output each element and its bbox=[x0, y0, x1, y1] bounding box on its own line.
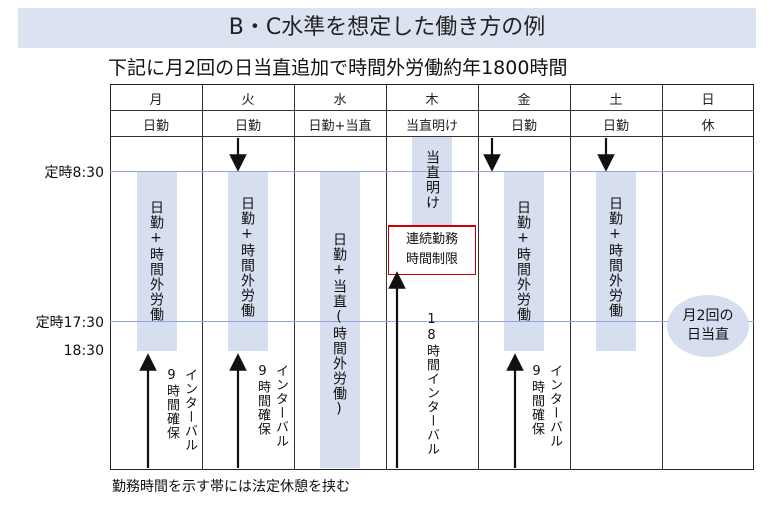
shift-fri: 日勤 bbox=[510, 119, 537, 134]
shift-sat: 日勤 bbox=[602, 119, 629, 134]
interval-label-thu: 18時間インターバル bbox=[424, 312, 439, 456]
col-divider bbox=[478, 84, 479, 470]
day-sun: 日 bbox=[701, 93, 715, 108]
day-tue: 火 bbox=[241, 93, 255, 108]
col-divider bbox=[570, 84, 571, 470]
schedule-table bbox=[110, 84, 754, 470]
shift-sun: 休 bbox=[701, 119, 715, 134]
shift-wed: 日勤+当直 bbox=[308, 119, 372, 134]
time-line-830 bbox=[110, 171, 754, 172]
sunday-line2: 日当直 bbox=[687, 327, 729, 343]
shift-thu: 当直明け bbox=[405, 119, 458, 134]
band-label-tue: 日勤+時間外労働 bbox=[239, 196, 255, 318]
row-divider-days bbox=[110, 110, 754, 111]
day-fri: 金 bbox=[517, 93, 531, 108]
day-sat: 土 bbox=[609, 93, 623, 108]
interval-label-fri-a: インターバル bbox=[547, 364, 562, 448]
band-label-mon: 日勤+時間外労働 bbox=[148, 200, 164, 322]
limit-box-line2: 時間制限 bbox=[405, 252, 458, 267]
shift-mon: 日勤 bbox=[142, 119, 169, 134]
diagram-title: B・C水準を想定した働き方の例 bbox=[18, 8, 756, 48]
work-band-wed bbox=[320, 171, 360, 468]
time-line-1730 bbox=[110, 321, 754, 322]
col-divider bbox=[386, 84, 387, 470]
row-divider-shifts bbox=[110, 136, 754, 137]
consecutive-work-limit-box: 連続勤務 時間制限 bbox=[388, 225, 476, 275]
col-divider bbox=[202, 84, 203, 470]
col-divider bbox=[294, 84, 295, 470]
band-label-fri: 日勤+時間外労働 bbox=[515, 200, 531, 322]
footer-note: 勤務時間を示す帯には法定休憩を挟む bbox=[112, 479, 350, 495]
interval-label-fri-b: 9時間確保 bbox=[529, 364, 544, 436]
day-thu: 木 bbox=[425, 93, 439, 108]
band-label-sat: 日勤+時間外労働 bbox=[607, 196, 623, 318]
interval-label-tue-b: 9時間確保 bbox=[255, 364, 270, 436]
diagram-subtitle: 下記に月2回の日当直追加で時間外労働約年1800時間 bbox=[108, 57, 568, 79]
band-label-thu: 当直明け bbox=[424, 150, 440, 210]
time-label-830: 定時8:30 bbox=[44, 165, 104, 181]
band-label-wed: 日勤+当直(時間外労働) bbox=[331, 232, 347, 418]
work-band-thu bbox=[412, 137, 452, 225]
sunday-duty-ellipse: 月2回の 日当直 bbox=[667, 295, 749, 357]
limit-box-line1: 連続勤務 bbox=[405, 232, 458, 247]
interval-label-mon-a: インターバル bbox=[182, 368, 197, 452]
day-wed: 水 bbox=[333, 93, 347, 108]
shift-tue: 日勤 bbox=[234, 119, 261, 134]
col-divider bbox=[662, 84, 663, 470]
time-label-1830: 18:30 bbox=[63, 343, 104, 359]
time-label-1730: 定時17:30 bbox=[35, 315, 104, 331]
interval-label-mon-b: 9時間確保 bbox=[164, 368, 179, 440]
interval-label-tue-a: インターバル bbox=[273, 364, 288, 448]
sunday-line1: 月2回の bbox=[682, 308, 734, 324]
day-mon: 月 bbox=[149, 93, 163, 108]
